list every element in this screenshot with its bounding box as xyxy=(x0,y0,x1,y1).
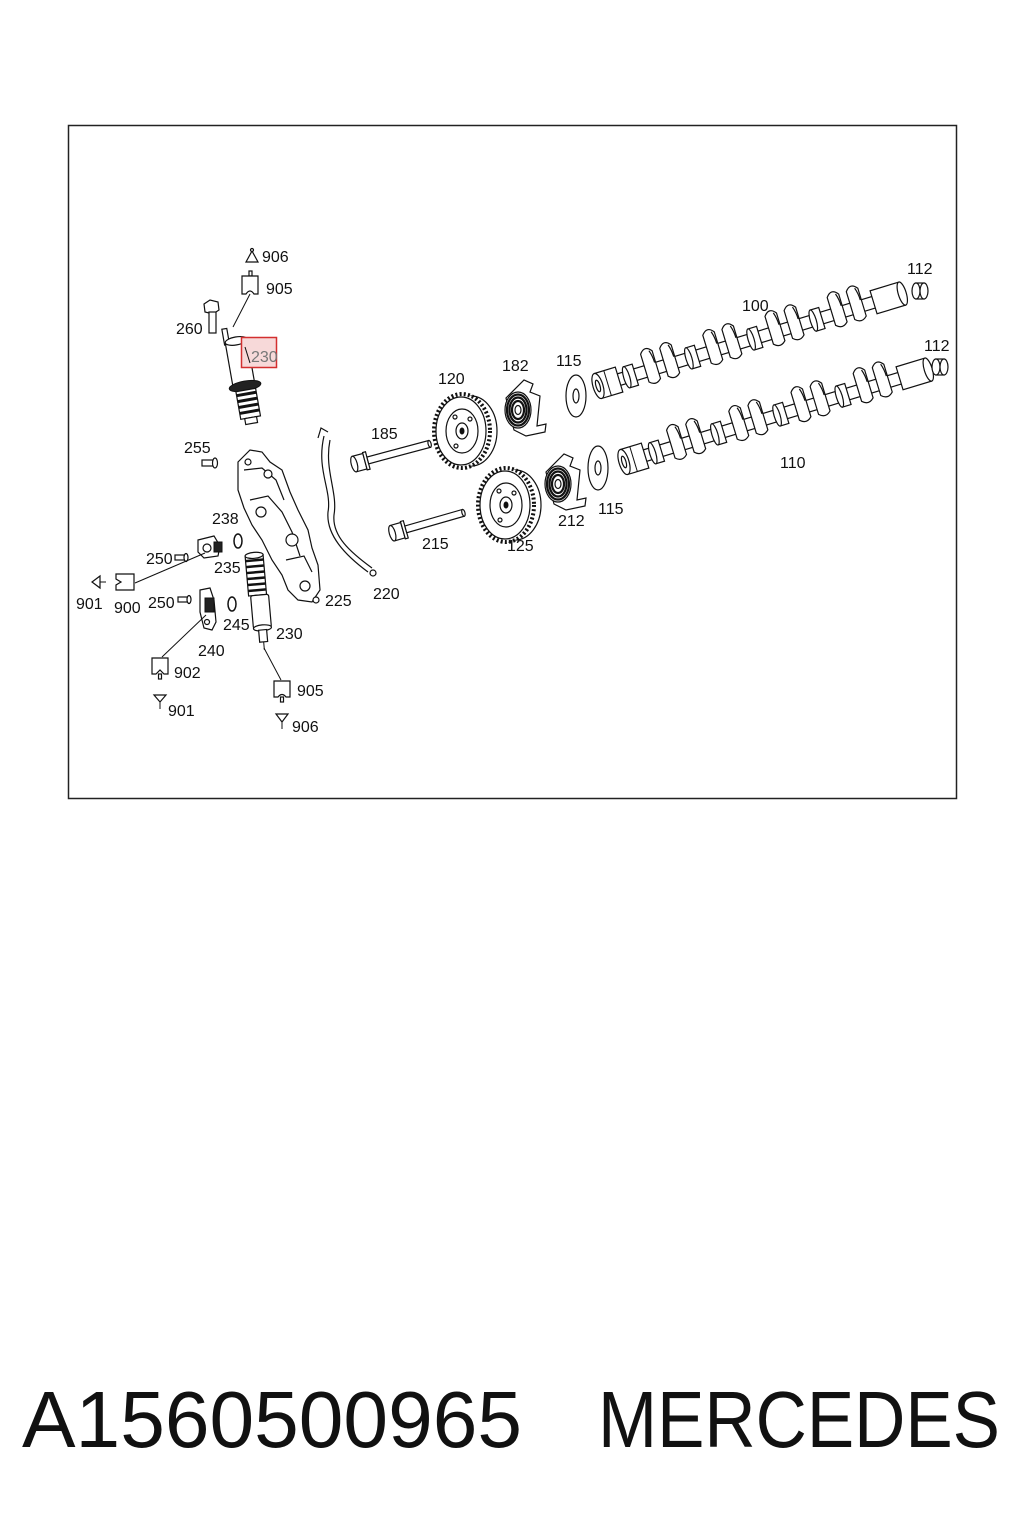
pin-906-top-icon xyxy=(244,247,260,263)
leader-line xyxy=(134,552,206,584)
callout-label: 250 xyxy=(146,551,173,568)
pin-901-lower-icon xyxy=(152,694,168,709)
callout-label: 212 xyxy=(558,513,585,530)
callout-label: 250 xyxy=(148,595,175,612)
callout-label: 906 xyxy=(292,719,319,736)
o-ring-238 xyxy=(233,533,243,549)
connector-902-icon xyxy=(151,657,169,680)
callout-label: 100 xyxy=(742,298,769,315)
solenoid-230-lower xyxy=(244,551,273,650)
camshaft-adjuster-212 xyxy=(544,453,587,511)
camshaft-gear-120 xyxy=(432,392,498,470)
connector-905-lower-icon xyxy=(273,680,291,703)
pin-906-lower-icon xyxy=(274,713,290,729)
callout-label: 125 xyxy=(507,538,534,555)
o-ring-245 xyxy=(227,596,237,612)
connector-905-top-icon xyxy=(241,270,259,295)
end-cap-112-upper xyxy=(911,282,929,300)
callout-label: 112 xyxy=(924,338,950,355)
callout-label: 230 xyxy=(276,626,303,643)
sensor-235 xyxy=(197,535,223,559)
washer-115-lower xyxy=(587,445,609,491)
bolt-185 xyxy=(350,439,432,473)
callout-label: 112 xyxy=(907,261,933,278)
highlight-box xyxy=(240,336,278,369)
callout-label: 240 xyxy=(198,643,225,660)
callout-label: 215 xyxy=(422,536,449,553)
highlight-callout-label: 230 xyxy=(251,349,278,366)
gasket-220 xyxy=(317,427,377,577)
brand-caption: MERCEDES xyxy=(598,1375,1000,1464)
callout-label: 900 xyxy=(114,600,141,617)
bolt-260 xyxy=(203,299,220,334)
callout-label: 225 xyxy=(325,593,352,610)
callout-label: 110 xyxy=(780,455,806,472)
camshaft-110 xyxy=(617,357,935,476)
camshaft-adjuster-182 xyxy=(504,379,547,437)
bolt-255 xyxy=(201,457,219,469)
pin-901-left-icon xyxy=(91,574,106,590)
camshaft-100 xyxy=(591,281,909,400)
callout-label: 902 xyxy=(174,665,201,682)
end-cap-112-lower xyxy=(931,358,949,376)
bolt-250-lower xyxy=(177,594,192,605)
camshaft-gear-125 xyxy=(476,466,542,544)
connector-900-icon xyxy=(115,573,135,591)
callout-label: 235 xyxy=(214,560,241,577)
callout-label: 901 xyxy=(168,703,195,720)
callout-label: 245 xyxy=(223,617,250,634)
callout-label: 220 xyxy=(373,586,400,603)
washer-115-upper xyxy=(565,374,587,418)
callout-label: 901 xyxy=(76,596,103,613)
callout-label: 182 xyxy=(502,358,529,375)
callout-label: 905 xyxy=(297,683,324,700)
callout-label: 905 xyxy=(266,281,293,298)
callout-label: 120 xyxy=(438,371,465,388)
callout-label: 115 xyxy=(598,501,624,518)
callout-label: 115 xyxy=(556,353,582,370)
leader-line xyxy=(232,293,251,328)
callout-label: 185 xyxy=(371,426,398,443)
callout-label: 238 xyxy=(212,511,239,528)
highlight-leader-line xyxy=(244,346,251,364)
sensor-240 xyxy=(199,587,217,631)
bolt-250-upper xyxy=(174,552,189,563)
callout-label: 906 xyxy=(262,249,289,266)
callout-label: 255 xyxy=(184,440,211,457)
bolt-215 xyxy=(388,508,466,542)
leader-line xyxy=(263,647,282,681)
callout-label: 260 xyxy=(176,321,203,338)
part-number-caption: A1560500965 xyxy=(22,1375,522,1464)
leader-line xyxy=(161,614,207,658)
adjuster-housing-225 xyxy=(237,449,321,604)
